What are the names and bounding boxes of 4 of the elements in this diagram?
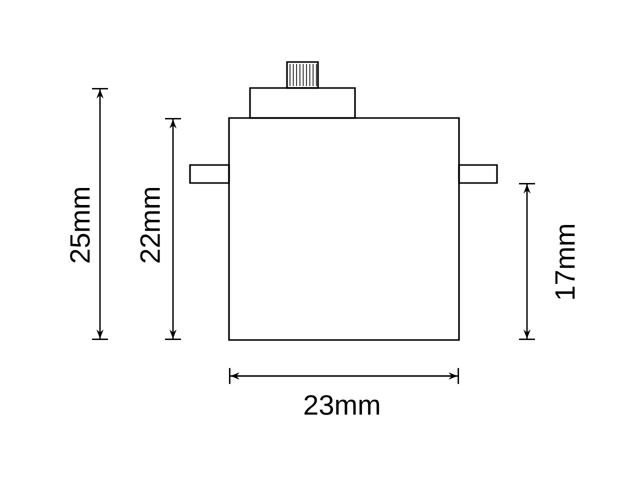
dimension-label: 25mm [70, 188, 90, 262]
dimension-label: 23mm [304, 395, 380, 415]
dimension-label: 17mm [555, 224, 575, 299]
dimension-label: 22mm [140, 188, 160, 262]
